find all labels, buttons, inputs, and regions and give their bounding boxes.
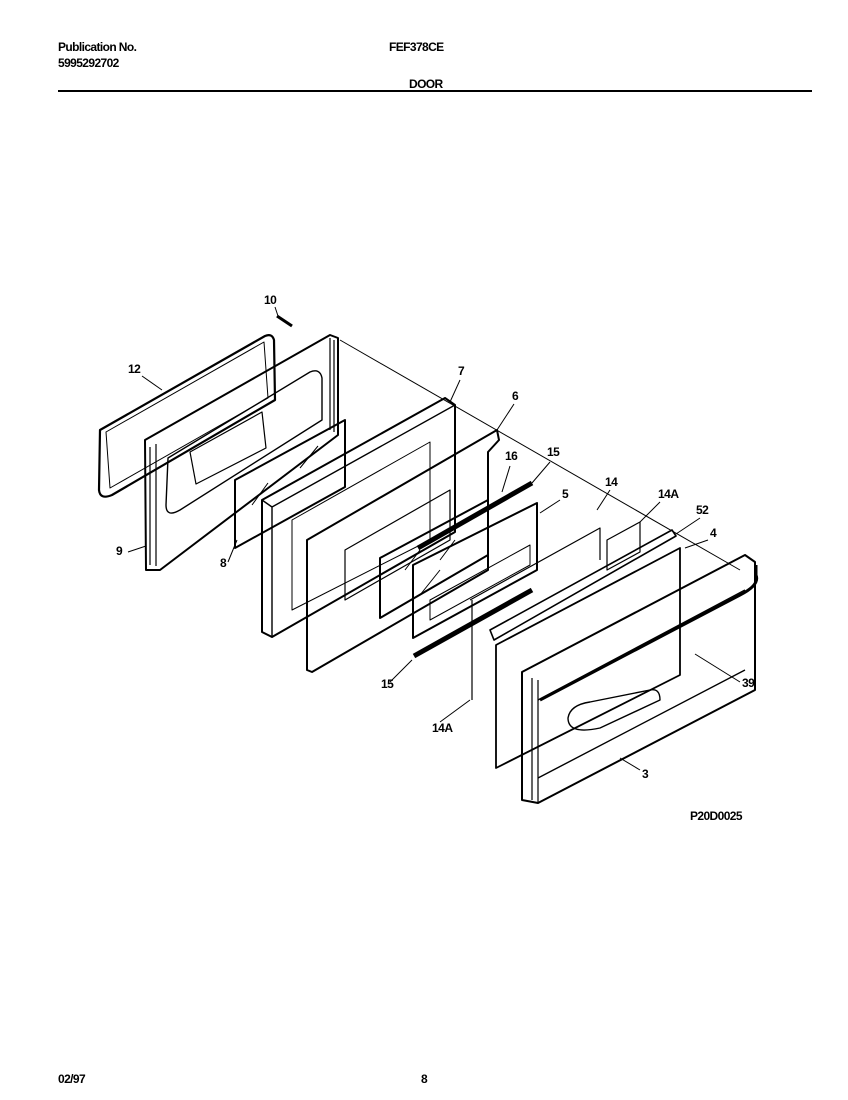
publication-label: Publication No. xyxy=(58,40,137,54)
outer-door-frame-part-3 xyxy=(521,554,756,804)
glass-spacer-part-15-top xyxy=(416,480,534,551)
callout-15-top: 15 xyxy=(547,445,560,459)
callout-52: 52 xyxy=(696,503,709,517)
insulation-part-14 xyxy=(469,521,641,700)
callout-39: 39 xyxy=(742,676,755,690)
door-handle-part-39 xyxy=(539,565,759,702)
section-title: DOOR xyxy=(409,77,443,91)
header-rule xyxy=(58,90,812,92)
model-number: FEF378CE xyxy=(389,40,444,54)
callout-16: 16 xyxy=(505,449,518,463)
screw-part-10 xyxy=(276,314,293,328)
callout-10: 10 xyxy=(264,293,277,307)
callout-labels: 10 12 9 8 7 6 16 15 5 14 14A 52 4 39 15 … xyxy=(116,293,756,781)
outer-glass-part-4 xyxy=(489,529,681,769)
glass-spacer-part-15-bottom xyxy=(412,587,534,659)
inner-panel-part-6 xyxy=(306,429,500,673)
callout-3: 3 xyxy=(642,767,649,781)
callout-7: 7 xyxy=(458,364,465,378)
diagram-code: P20D0025 xyxy=(690,809,743,823)
outer-glass-part-5 xyxy=(412,502,538,639)
callout-15-bottom: 15 xyxy=(381,677,394,691)
footer-date: 02/97 xyxy=(58,1072,86,1086)
callout-8: 8 xyxy=(220,556,227,570)
glass-pack-part-16 xyxy=(379,499,489,619)
callout-5: 5 xyxy=(562,487,569,501)
callout-4: 4 xyxy=(710,526,717,540)
callout-6: 6 xyxy=(512,389,519,403)
inner-glass-part-8 xyxy=(234,419,346,549)
leader-lines xyxy=(127,306,741,771)
callout-9: 9 xyxy=(116,544,123,558)
callout-14a-bottom: 14A xyxy=(432,721,453,735)
callout-14: 14 xyxy=(605,475,618,489)
door-liner-part-9 xyxy=(144,334,339,571)
page-number: 8 xyxy=(421,1072,428,1086)
callout-14a-top: 14A xyxy=(658,487,679,501)
publication-number: 5995292702 xyxy=(58,56,119,70)
callout-12: 12 xyxy=(128,362,141,376)
